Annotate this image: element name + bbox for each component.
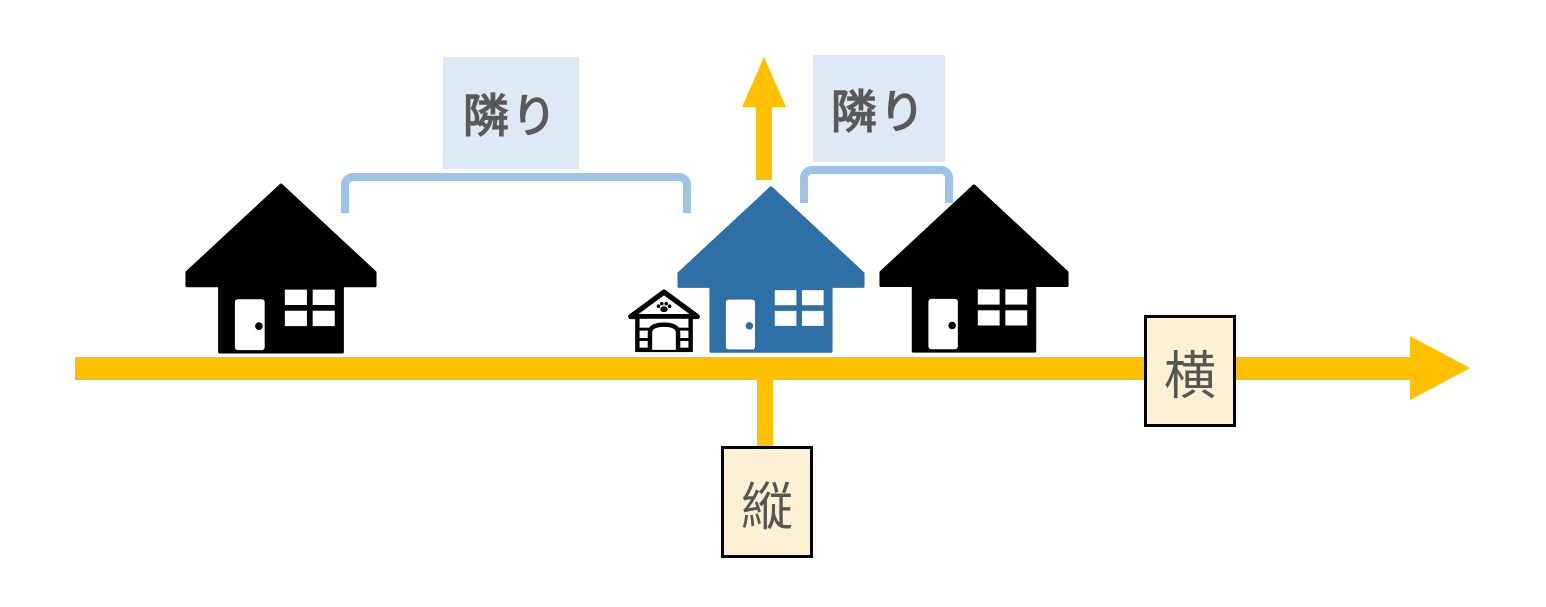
dog-house-with-paw-icon [628,289,700,353]
vertical-axis-label: 縦 [721,446,813,558]
black-house-icon-right [879,184,1069,353]
neighbor-label-left: 隣り [443,57,579,169]
vertical-axis-line [757,380,773,447]
right-arrow-icon [1410,336,1470,400]
up-arrow-shaft [756,104,772,180]
neighbor-label-right: 隣り [813,55,945,162]
blue-house-icon-center [677,186,865,353]
horizontal-axis-label: 横 [1144,315,1236,427]
horizontal-axis-line [75,357,1415,380]
neighbor-bracket-right [800,166,953,203]
up-arrow-icon [742,57,786,107]
black-house-icon-left [185,183,377,354]
neighbor-bracket-left [341,173,691,213]
